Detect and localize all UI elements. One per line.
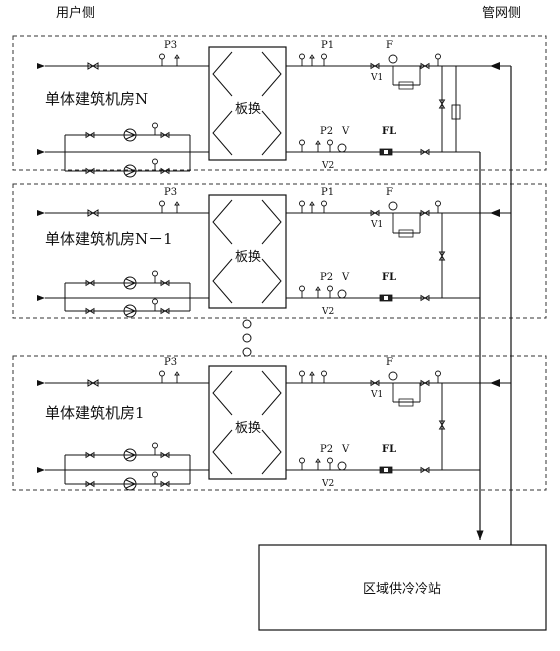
tag-v: V xyxy=(341,272,350,283)
room-boundary xyxy=(12,355,547,491)
tag-v1: V1 xyxy=(370,390,383,400)
cooling-station-box xyxy=(258,544,547,631)
tag-p3: P3 xyxy=(164,40,177,51)
room-1: 单体建筑机房1 板换 P3 F V1 xyxy=(12,355,547,491)
ellipsis-dots xyxy=(242,319,252,357)
room-n: 单体建筑机房N 板换 P3 P1 F xyxy=(12,35,547,178)
tag-p2: P2 xyxy=(320,444,333,455)
tag-f: F xyxy=(386,40,393,51)
cooling-station-label: 区域供冷冷站 xyxy=(363,582,441,597)
heat-exchanger-label: 板换 xyxy=(235,421,261,436)
room-boundary xyxy=(12,183,547,319)
tag-f: F xyxy=(386,357,393,368)
tag-fl: FL xyxy=(382,126,396,137)
tag-v1: V1 xyxy=(370,73,383,83)
tag-p1: P1 xyxy=(321,187,334,198)
tag-v2: V2 xyxy=(321,161,334,171)
room-boundary xyxy=(12,35,547,171)
heat-exchanger xyxy=(208,46,287,161)
room-title: 单体建筑机房N－1 xyxy=(45,230,173,248)
tag-p3: P3 xyxy=(164,187,177,198)
tag-v2: V2 xyxy=(321,479,334,489)
network-mains xyxy=(476,65,512,545)
tag-p2: P2 xyxy=(320,126,333,137)
heat-exchanger xyxy=(208,365,287,480)
network-side-label: 管网侧 xyxy=(482,6,521,21)
room-title: 单体建筑机房N xyxy=(45,90,148,108)
user-side-label: 用户侧 xyxy=(56,5,95,21)
heat-exchanger-label: 板换 xyxy=(235,102,261,117)
tag-fl: FL xyxy=(382,272,396,283)
tag-fl: FL xyxy=(382,444,396,455)
tag-p3: P3 xyxy=(164,357,177,368)
tag-f: F xyxy=(386,187,393,198)
heat-exchanger xyxy=(208,194,287,309)
heat-exchanger-label: 板换 xyxy=(235,250,261,265)
tag-v: V xyxy=(341,444,350,455)
room-n-minus-1: 单体建筑机房N－1 板换 P3 P1 F V1 xyxy=(12,183,547,319)
tag-p2: P2 xyxy=(320,272,333,283)
tag-v1: V1 xyxy=(370,220,383,230)
tag-p1: P1 xyxy=(321,40,334,51)
tag-v2: V2 xyxy=(321,307,334,317)
tag-v: V xyxy=(341,126,350,137)
room-title: 单体建筑机房1 xyxy=(45,404,145,422)
